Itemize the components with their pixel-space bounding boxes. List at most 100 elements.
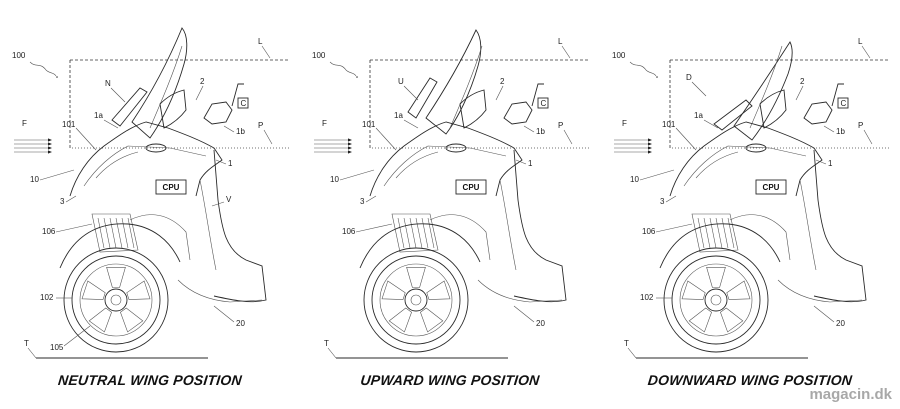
cpu-label: CPU (463, 183, 480, 192)
leader-1b (823, 125, 835, 133)
wheel-spoke (726, 280, 751, 300)
mirror-stem (831, 83, 844, 107)
leader-3 (65, 195, 77, 203)
rim (79, 263, 153, 337)
ref-L: L (858, 37, 863, 46)
legshield-inner (799, 179, 817, 271)
leader-L (561, 45, 571, 59)
ref-V: V (226, 195, 232, 204)
suspension-spring (427, 217, 435, 249)
ref-1: 1 (228, 159, 233, 168)
fairing-line-2 (395, 151, 439, 179)
airflow-arrowhead (648, 150, 652, 154)
headlight (145, 143, 167, 153)
watermark: magacin.dk (809, 386, 892, 403)
suspension-arm (129, 214, 191, 261)
wheel-spoke (126, 280, 151, 300)
airflow-arrowhead (48, 150, 52, 154)
front-tire (663, 247, 769, 353)
suspension-spring (703, 217, 711, 249)
lower-body (477, 279, 563, 303)
ref-F: F (322, 119, 327, 128)
ref-wing: U (398, 77, 404, 86)
rim (379, 263, 453, 337)
ref-3: 3 (360, 197, 365, 206)
leader-wing (403, 85, 419, 101)
airflow-arrowhead (648, 142, 652, 146)
leader-V (211, 201, 225, 207)
ref-106: 106 (342, 227, 356, 236)
leader-wing (110, 87, 126, 103)
hub (704, 288, 728, 312)
suspension-arm (429, 214, 491, 261)
cpu-box (155, 179, 187, 195)
ref-wing: N (105, 79, 111, 88)
front-mudguard (359, 223, 481, 269)
legshield-inner (499, 179, 517, 271)
caption-upward: UPWARD WING POSITION (359, 372, 541, 388)
ref-P: P (858, 121, 863, 130)
windshield-inner (749, 45, 783, 129)
ref-105: 105 (50, 343, 64, 352)
ref-101: 101 (362, 120, 376, 129)
ref-106: 106 (42, 227, 56, 236)
ref-3: 3 (660, 197, 665, 206)
suspension-spring (415, 217, 423, 249)
leader-2 (195, 85, 204, 101)
leader-1 (815, 159, 827, 165)
leader-1a (103, 119, 119, 129)
airflow-arrowhead (648, 138, 652, 142)
ref-20: 20 (536, 319, 545, 328)
leader-106 (355, 223, 393, 233)
ref-T: T (624, 339, 629, 348)
wheel-spoke (706, 267, 726, 288)
ref-102: 102 (40, 293, 54, 302)
front-tire (363, 247, 469, 353)
dot-100 (656, 76, 658, 78)
wing (713, 99, 753, 131)
wing (407, 77, 438, 119)
leader-wing (691, 81, 707, 97)
front-mudguard (659, 223, 781, 269)
wheel-spoke (406, 267, 426, 288)
fairing-line-2 (95, 151, 139, 179)
tire-inner (371, 255, 461, 345)
suspension-housing (91, 213, 139, 253)
leader-101 (675, 127, 697, 151)
ref-20: 20 (236, 319, 245, 328)
wheel-spoke (420, 307, 444, 333)
ref-1a: 1a (94, 111, 103, 120)
legshield (513, 149, 567, 303)
ref-T: T (324, 339, 329, 348)
lower-body (177, 279, 263, 303)
ref-1: 1 (828, 159, 833, 168)
cpu-label: CPU (763, 183, 780, 192)
suspension-spring (115, 217, 123, 249)
ref-C: C (241, 99, 247, 108)
leader-3 (665, 195, 677, 203)
tire-inner (71, 255, 161, 345)
ref-10: 10 (630, 175, 639, 184)
airflow-arrowhead (48, 142, 52, 146)
front-fairing (69, 121, 223, 197)
ref-1: 1 (528, 159, 533, 168)
wheel-spoke (681, 280, 706, 300)
dot-100 (356, 76, 358, 78)
leader-1 (215, 159, 227, 165)
ref-wing: D (686, 73, 692, 82)
airflow-arrowhead (348, 138, 352, 142)
suspension-spring (727, 217, 735, 249)
ref-T: T (24, 339, 29, 348)
ref-2: 2 (500, 77, 505, 86)
leader-20 (213, 305, 235, 323)
suspension-spring (715, 217, 723, 249)
front-fairing (669, 121, 823, 197)
wheel-spoke (388, 307, 412, 333)
legshield (213, 149, 267, 303)
controller-box-C (837, 97, 849, 109)
ref-10: 10 (330, 175, 339, 184)
fairing-line (383, 145, 507, 187)
